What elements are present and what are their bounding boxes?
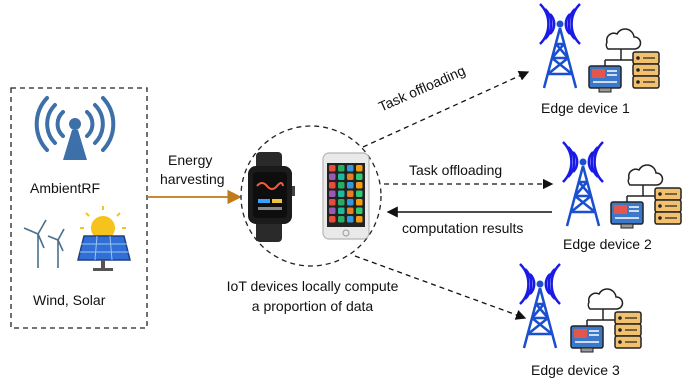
app-tile [338,173,345,180]
edge-device-3-label: Edge device 3 [531,362,620,378]
app-tile [356,173,363,180]
app-tile [338,207,345,214]
app-tile [329,216,336,223]
energy-harvest-label-line1: Energy [168,152,213,168]
iot-caption-line2: a proportion of data [251,298,374,314]
app-tile [329,207,336,214]
offload-arrow-bottom [354,255,527,320]
app-tile [338,199,345,206]
smartphone-icon [322,152,370,240]
app-tile [347,207,354,214]
app-tile [347,173,354,180]
edge-tower-icon [538,2,582,90]
app-tile [356,216,363,223]
iot-caption-line1: IoT devices locally compute [226,278,399,294]
offload-arrow-top [362,71,530,148]
smartwatch-icon [248,152,295,242]
ambient-rf-label: AmbientRF [30,180,101,196]
app-tile [329,199,336,206]
app-tile [329,165,336,172]
edge-tower-icon [561,140,605,228]
app-tile [329,173,336,180]
app-tile [356,199,363,206]
app-tile [347,216,354,223]
iot-device-group [240,125,382,267]
cloud-server-icon [588,28,660,93]
energy-source-box [10,87,148,329]
offload-label-mid: Task offloading [409,162,503,178]
edge-tower-icon [518,262,562,350]
energy-harvest-label-line2: harvesting [160,171,225,187]
app-tile [338,216,345,223]
app-tile [338,190,345,197]
cloud-server-icon [610,164,682,229]
renewable-label: Wind, Solar [33,292,106,308]
edge-device-1-label: Edge device 1 [541,100,630,116]
app-tile [329,190,336,197]
app-tile [338,165,345,172]
app-tile [347,165,354,172]
edge-device-2-label: Edge device 2 [563,236,652,252]
app-tile [329,182,336,189]
wind-turbine-icon [23,219,65,268]
app-tile [347,182,354,189]
rf-antenna-icon [34,96,116,160]
app-tile [356,182,363,189]
app-tile [356,207,363,214]
results-label: computation results [402,220,524,236]
app-tile [347,190,354,197]
solar-panel-icon [77,206,131,271]
app-tile [356,190,363,197]
app-tile [338,182,345,189]
cloud-server-icon [570,288,642,353]
app-tile [347,199,354,206]
app-tile [356,165,363,172]
